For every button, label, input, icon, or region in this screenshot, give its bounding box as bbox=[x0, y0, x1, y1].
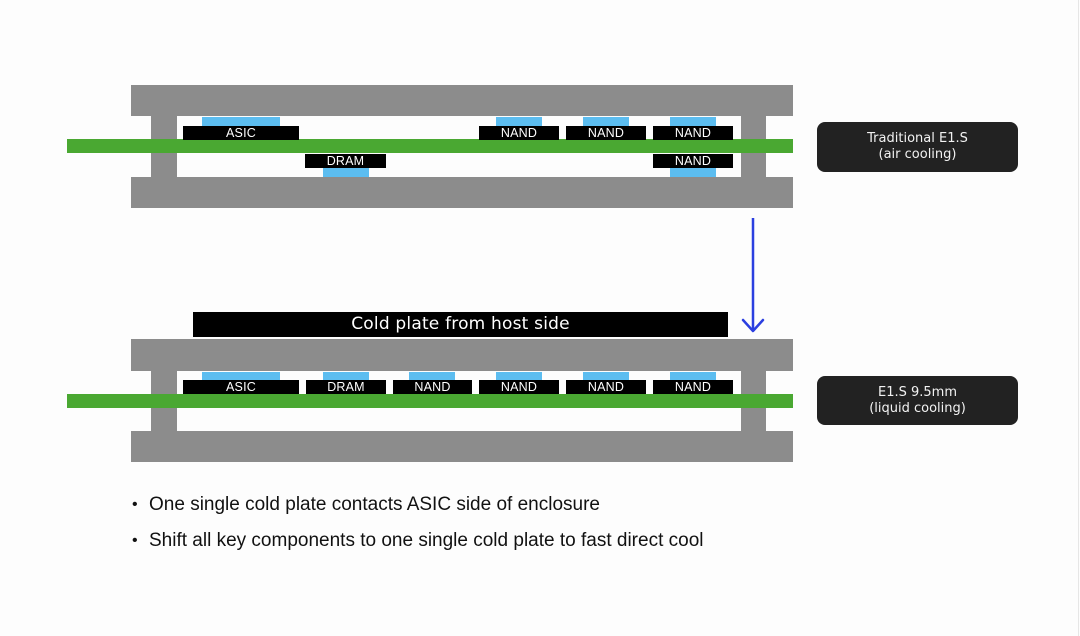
bullet-list: • One single cold plate contacts ASIC si… bbox=[130, 487, 703, 559]
chip-dram: DRAM bbox=[305, 154, 386, 168]
thermal-pad bbox=[670, 168, 716, 177]
thermal-pad bbox=[323, 168, 369, 177]
bullet-item: • One single cold plate contacts ASIC si… bbox=[130, 487, 703, 523]
chip-nand: NAND bbox=[393, 380, 472, 394]
bullet-text: Shift all key components to one single c… bbox=[149, 530, 704, 551]
chip-nand: NAND bbox=[653, 154, 733, 168]
thermal-pad bbox=[202, 372, 280, 380]
enclosure-bottom-wall bbox=[131, 177, 793, 208]
chip-asic: ASIC bbox=[183, 126, 299, 140]
label-title: Traditional E1.S bbox=[867, 131, 968, 146]
label-subtitle: (air cooling) bbox=[878, 147, 957, 162]
enclosure-top-wall bbox=[131, 85, 793, 116]
bullet-icon: • bbox=[132, 496, 138, 513]
thermal-pad bbox=[409, 372, 455, 380]
thermal-pad bbox=[496, 372, 542, 380]
thermal-pad bbox=[670, 372, 716, 380]
label-title: E1.S 9.5mm bbox=[877, 384, 957, 400]
chip-dram: DRAM bbox=[306, 380, 386, 394]
label-subtitle: (liquid cooling) bbox=[869, 400, 966, 416]
cold-plate: Cold plate from host side bbox=[193, 312, 728, 337]
chip-asic: ASIC bbox=[183, 380, 299, 394]
thermal-pad bbox=[323, 372, 369, 380]
pcb-board bbox=[67, 139, 793, 153]
liquid-e1s-label: E1.S 9.5mm (liquid cooling) bbox=[817, 376, 1018, 425]
thermal-pad bbox=[583, 372, 629, 380]
chip-nand: NAND bbox=[479, 126, 559, 140]
arrow-down-icon bbox=[741, 218, 765, 333]
chip-nand: NAND bbox=[566, 380, 646, 394]
page-edge-divider bbox=[1078, 0, 1079, 636]
bullet-item: • Shift all key components to one single… bbox=[130, 523, 703, 559]
thermal-pad bbox=[583, 117, 629, 126]
bullet-icon: • bbox=[132, 532, 138, 549]
chip-nand: NAND bbox=[566, 126, 646, 140]
chip-nand: NAND bbox=[653, 380, 733, 394]
thermal-pad bbox=[496, 117, 542, 126]
pcb-board bbox=[67, 394, 793, 408]
enclosure-top-wall bbox=[131, 339, 793, 371]
thermal-pad bbox=[202, 117, 280, 126]
enclosure-bottom-wall bbox=[131, 431, 793, 462]
chip-nand: NAND bbox=[653, 126, 733, 140]
bullet-text: One single cold plate contacts ASIC side… bbox=[149, 494, 600, 515]
chip-nand: NAND bbox=[479, 380, 559, 394]
thermal-pad bbox=[670, 117, 716, 126]
traditional-e1s-label: Traditional E1.S (air cooling) bbox=[817, 122, 1018, 172]
